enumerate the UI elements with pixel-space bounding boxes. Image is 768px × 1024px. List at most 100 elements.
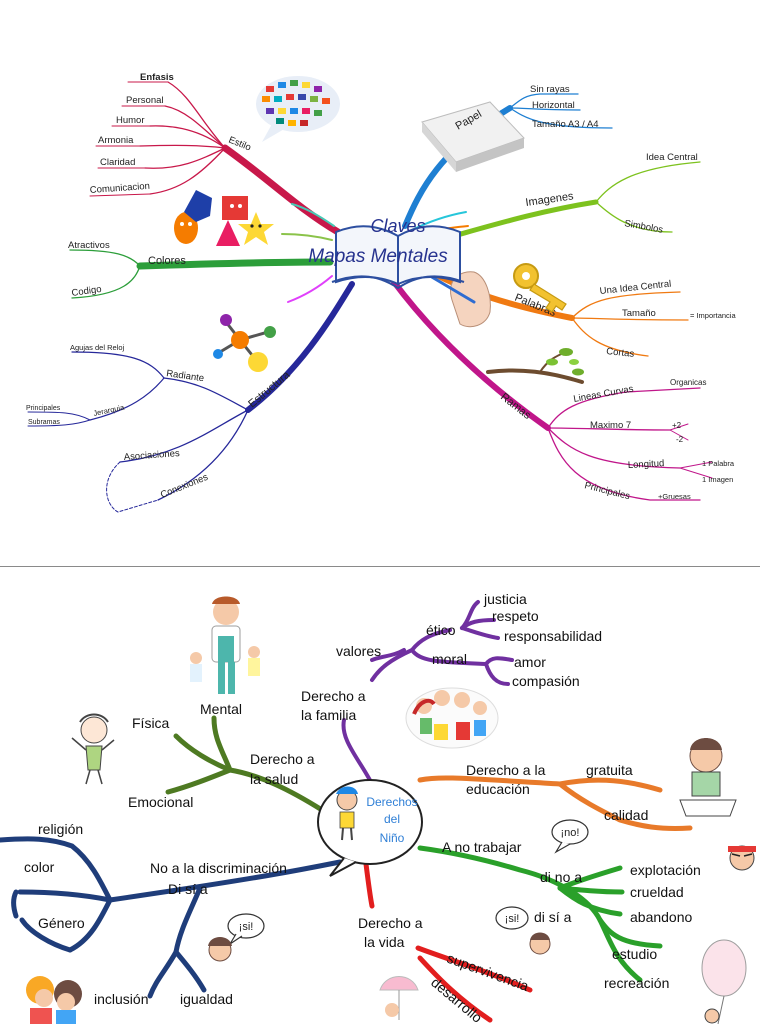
papel-item-2: Horizontal [532, 100, 575, 111]
discrim-label: No a la discriminación [150, 860, 287, 876]
vida-item-1: supervivencia [445, 950, 531, 994]
radiante-item-1: Agujas del Reloj [70, 343, 125, 352]
ramas-longitud: Longitud [628, 458, 665, 471]
student-icon [679, 738, 737, 817]
ramas-plus2: +2 [672, 421, 682, 430]
key-icon [513, 263, 567, 313]
si-bubble-kid-icon: ¡si! [208, 913, 265, 962]
branch-trabajo [417, 845, 663, 983]
ramas-minus2: -2 [676, 435, 684, 444]
conexiones-label: Conexiones [159, 472, 210, 501]
salud-item-2: Mental [200, 701, 242, 717]
familia-label-2: la familia [301, 707, 356, 723]
map2: Derecho a la familia valores ético justi… [0, 591, 756, 1024]
moral-item-2: compasión [512, 673, 580, 689]
dinoa-item-1: explotación [630, 862, 701, 878]
colores-item-1: Atractivos [68, 240, 110, 251]
dinoa-label: di no a [540, 869, 582, 885]
salud-label-2: la salud [250, 771, 298, 787]
salud-item-3: Emocional [128, 794, 193, 810]
doctor-icon [190, 596, 260, 694]
jerarquia-item-1: Principales [26, 405, 61, 412]
no-bubble-text: ¡no! [561, 827, 580, 839]
imagenes-item-1: Idea Central [646, 152, 698, 163]
moral-label: moral [432, 651, 467, 667]
etico-item-3: responsabilidad [504, 628, 602, 644]
map2-center-title-1: Derechos [366, 795, 417, 809]
disia-label: di sí a [534, 909, 572, 925]
disia-item-1: estudio [612, 946, 657, 962]
palabras-tamano-note: = Importancia [690, 311, 736, 320]
estilo-item-3: Humor [116, 115, 145, 126]
balloon-icon [701, 939, 747, 1024]
palabras-item-3: Cortas [606, 346, 635, 360]
ramas-palabra: 1 Palabra [702, 459, 735, 468]
si-bubble-text: ¡si! [239, 921, 254, 933]
ramas-label: Ramas [498, 391, 533, 422]
section-divider [0, 566, 760, 567]
disi-item-1: inclusión [94, 991, 148, 1007]
branch-ramas [391, 279, 713, 501]
ramas-maximo: Maximo 7 [590, 420, 631, 431]
dinoa-item-3: abandono [630, 909, 693, 925]
asociaciones-label: Asociaciones [123, 448, 180, 463]
papel-item-3: Tamaño A3 / A4 [532, 119, 599, 130]
branch-discriminacion [0, 836, 343, 999]
kids-hug-icon [26, 976, 82, 1024]
map1-center-title-2: Mapas Mentales [308, 246, 448, 267]
moral-item-1: amor [514, 654, 546, 670]
colores-item-2: Codigo [71, 284, 102, 299]
estructura-label: Estructura [246, 368, 293, 410]
map1-center-title-1: Claves [370, 216, 425, 236]
etico-item-1: justicia [483, 591, 527, 607]
si-bubble-kid-2-icon: ¡si! [495, 906, 551, 955]
estilo-item-2: Personal [126, 95, 164, 106]
branch-estructura [27, 281, 355, 513]
valores-label: valores [336, 643, 381, 659]
salud-label-1: Derecho a [250, 751, 315, 767]
discrim-item-1: religión [38, 821, 83, 837]
branch-educacion [417, 775, 693, 831]
speech-bubble-collage-icon [256, 76, 340, 142]
educacion-label-2: educación [466, 781, 530, 797]
map1: Estilo Enfasis Personal Humor Armonia Cl… [26, 72, 736, 513]
estilo-item-5: Claridad [100, 157, 135, 168]
discrim-item-3: Género [38, 915, 85, 931]
imagenes-item-2: Simbolos [623, 218, 664, 236]
radiante-label: Radiante [166, 368, 205, 384]
disi-item-2: igualdad [180, 991, 233, 1007]
disi-label: Di sí a [168, 881, 208, 897]
ramas-lineas-curvas: Lineas Curvas [573, 384, 635, 405]
ramas-gruesas: +Gruesas [658, 492, 691, 501]
educacion-item-2: calidad [604, 807, 648, 823]
radiante-item-2: Jerarquia [93, 402, 126, 417]
molecule-icon [213, 314, 276, 372]
branch-icon [486, 348, 584, 384]
vida-label-1: Derecho a [358, 915, 423, 931]
branch-salud [165, 715, 325, 813]
umbrella-kid-icon [379, 976, 419, 1020]
educacion-item-1: gratuita [586, 762, 633, 778]
happy-kid-icon [71, 713, 115, 785]
no-bubble-icon: ¡no! [551, 819, 589, 854]
vida-item-2: desarrollo [428, 974, 486, 1024]
estilo-item-6: Comunicacion [89, 181, 150, 196]
dinoa-item-2: crueldad [630, 884, 684, 900]
child-icon [336, 786, 358, 841]
ramas-organicas: Organicas [670, 378, 706, 387]
jerarquia-item-2: Subramas [28, 419, 60, 426]
branch-familia [341, 600, 514, 786]
estilo-item-1: Enfasis [140, 72, 174, 83]
open-book-icon [331, 225, 465, 290]
etico-item-2: respeto [492, 608, 539, 624]
ramas-imagen: 1 Imagen [702, 475, 733, 484]
salud-item-1: Física [132, 715, 170, 731]
educacion-label-1: Derecho a la [466, 762, 546, 778]
colores-label: Colores [148, 255, 186, 267]
branch-colores [69, 249, 334, 299]
color-shapes-icon [174, 190, 274, 246]
paper-stack-icon [421, 101, 525, 172]
estilo-item-4: Armonia [98, 135, 134, 146]
trabajo-label: A no trabajar [442, 839, 522, 855]
vida-label-2: la vida [364, 934, 405, 950]
